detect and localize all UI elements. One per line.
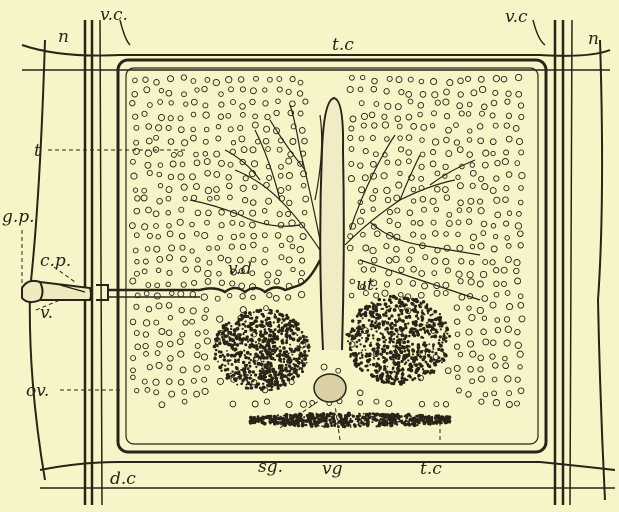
label-vd: v.d xyxy=(228,259,252,279)
uterus xyxy=(320,98,344,350)
label-n-right: n xyxy=(588,29,599,49)
label-gp: g.p. xyxy=(2,207,35,227)
shell-gland xyxy=(314,374,346,402)
genital-pore xyxy=(22,281,91,302)
label-n-left: n xyxy=(58,27,69,47)
label-cp: c.p. xyxy=(40,251,71,271)
label-tc-bottom: t.c xyxy=(420,459,442,479)
label-sg: sg. xyxy=(258,457,283,477)
segment-outlines xyxy=(22,40,615,500)
label-vg: vg xyxy=(322,459,343,479)
label-tc-top: t.c xyxy=(332,35,354,55)
vitelline-gland xyxy=(249,412,452,429)
label-ut: ut. xyxy=(356,275,379,295)
label-vc-left: v.c. xyxy=(100,5,128,25)
label-vc-right: v.c xyxy=(505,7,528,27)
label-ov: ov. xyxy=(26,381,49,401)
label-v: v. xyxy=(40,303,53,323)
label-dc: d.c xyxy=(110,469,136,489)
label-t: t xyxy=(34,141,41,161)
